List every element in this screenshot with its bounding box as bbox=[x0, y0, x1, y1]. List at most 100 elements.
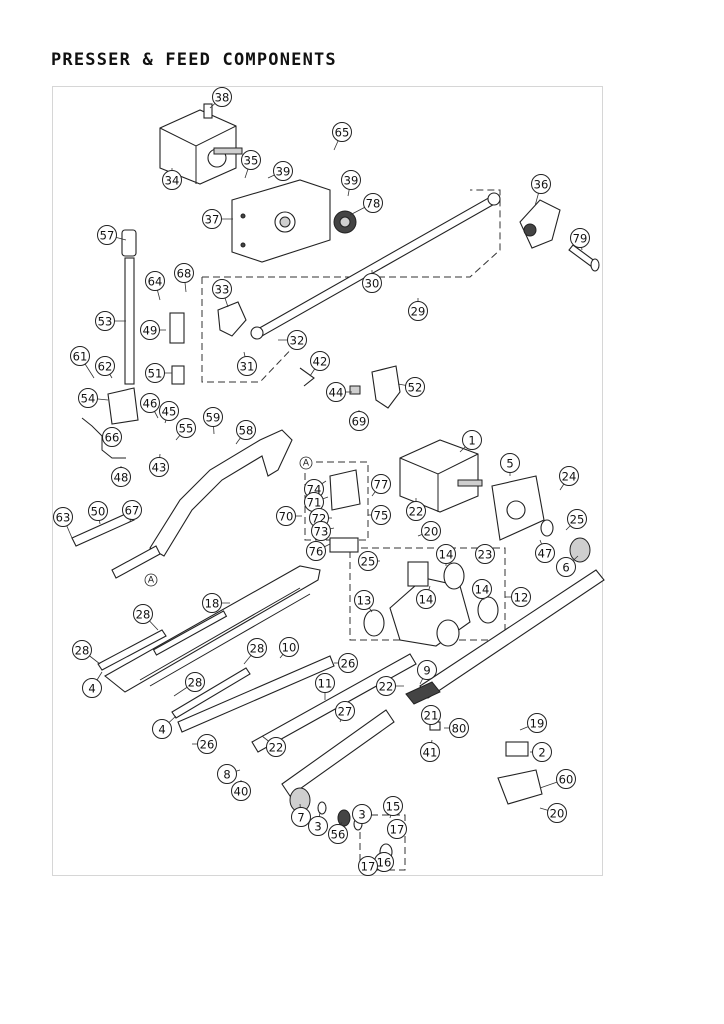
part-callout-58: 58 bbox=[236, 420, 256, 440]
page-title: PRESSER & FEED COMPONENTS bbox=[51, 50, 337, 70]
callout-circle bbox=[145, 271, 165, 291]
part-callout-6: 6 bbox=[556, 557, 576, 577]
callout-circle bbox=[311, 521, 331, 541]
presser-lifter bbox=[349, 365, 401, 409]
part-callout-40: 40 bbox=[231, 781, 251, 801]
part-callout-28: 28 bbox=[133, 604, 153, 624]
reference-circle bbox=[144, 573, 158, 587]
callout-number: 78 bbox=[366, 197, 381, 211]
callout-circle bbox=[174, 263, 194, 283]
outline-feed-lever-lower bbox=[201, 277, 301, 383]
pin bbox=[568, 244, 600, 272]
callout-circle bbox=[202, 209, 222, 229]
part-callout-29: 29 bbox=[408, 301, 428, 321]
outline-feed-lever bbox=[202, 189, 501, 278]
callout-number: 31 bbox=[240, 360, 255, 374]
callout-number: 26 bbox=[200, 738, 215, 752]
callout-circle bbox=[408, 301, 428, 321]
callout-number: 43 bbox=[152, 461, 167, 475]
callout-circle bbox=[326, 382, 346, 402]
callout-circle bbox=[335, 701, 355, 721]
callout-number: 41 bbox=[423, 746, 438, 760]
callout-number: 25 bbox=[570, 513, 585, 527]
part-callout-53: 53 bbox=[95, 311, 115, 331]
callout-number: 44 bbox=[329, 386, 344, 400]
callout-number: 14 bbox=[439, 548, 454, 562]
part-callout-30: 30 bbox=[362, 273, 382, 293]
callout-number: 8 bbox=[223, 768, 230, 782]
part-callout-3: 3 bbox=[352, 804, 372, 824]
part-callout-14: 14 bbox=[472, 579, 492, 599]
callout-circle bbox=[362, 273, 382, 293]
callout-circle bbox=[532, 742, 552, 762]
callout-circle bbox=[88, 501, 108, 521]
callout-circle bbox=[212, 279, 232, 299]
reference-label: A bbox=[148, 576, 155, 586]
callout-circle bbox=[341, 170, 361, 190]
stepper-motor-upper bbox=[159, 103, 243, 185]
callout-circle bbox=[371, 474, 391, 494]
part-callout-50: 50 bbox=[88, 501, 108, 521]
part-callout-37: 37 bbox=[202, 209, 222, 229]
callout-number: 28 bbox=[75, 644, 90, 658]
part-callout-22: 22 bbox=[376, 676, 396, 696]
callout-circle bbox=[315, 673, 335, 693]
part-callout-76: 76 bbox=[306, 541, 326, 561]
part-callout-32: 32 bbox=[287, 330, 307, 350]
callout-number: 26 bbox=[341, 657, 356, 671]
reference-marks: AA bbox=[144, 456, 313, 587]
part-callout-26: 26 bbox=[197, 734, 217, 754]
part-callout-25: 25 bbox=[358, 551, 378, 571]
part-callout-49: 49 bbox=[140, 320, 160, 340]
callout-number: 20 bbox=[550, 807, 565, 821]
callout-number: 53 bbox=[98, 315, 113, 329]
callout-circle bbox=[371, 505, 391, 525]
callout-circle bbox=[217, 764, 237, 784]
callout-circle bbox=[162, 170, 182, 190]
presser-arm bbox=[149, 429, 293, 557]
callout-circle bbox=[500, 453, 520, 473]
callout-number: 14 bbox=[419, 593, 434, 607]
callout-circle bbox=[140, 393, 160, 413]
callout-number: 71 bbox=[307, 496, 322, 510]
callout-number: 17 bbox=[361, 860, 376, 874]
part-callout-61: 61 bbox=[70, 346, 90, 366]
feed-lever-rod bbox=[250, 192, 501, 340]
callout-number: 80 bbox=[452, 722, 467, 736]
callout-number: 77 bbox=[374, 478, 389, 492]
callout-number: 4 bbox=[158, 723, 165, 737]
callout-number: 62 bbox=[98, 360, 113, 374]
callout-circle bbox=[310, 351, 330, 371]
part-callout-63: 63 bbox=[53, 507, 73, 527]
callout-number: 30 bbox=[365, 277, 380, 291]
callout-circle bbox=[72, 640, 92, 660]
callout-number: 12 bbox=[514, 591, 529, 605]
callout-number: 28 bbox=[136, 608, 151, 622]
presser-shaft bbox=[121, 229, 137, 385]
callout-circle bbox=[556, 557, 576, 577]
callout-circle bbox=[358, 551, 378, 571]
callout-number: 75 bbox=[374, 509, 389, 523]
callout-number: 21 bbox=[424, 709, 439, 723]
callout-number: 58 bbox=[239, 424, 254, 438]
callout-circle bbox=[417, 660, 437, 680]
callout-circle bbox=[185, 672, 205, 692]
part-callout-18: 18 bbox=[202, 593, 222, 613]
callout-number: 70 bbox=[279, 510, 294, 524]
callout-circle bbox=[306, 541, 326, 561]
feed-plate bbox=[104, 565, 321, 693]
feed-shafts bbox=[177, 653, 417, 753]
callout-number: 13 bbox=[357, 594, 372, 608]
callout-number: 60 bbox=[559, 773, 574, 787]
callout-number: 73 bbox=[314, 525, 329, 539]
callout-circle bbox=[276, 506, 296, 526]
callout-circle bbox=[308, 816, 328, 836]
part-callout-36: 36 bbox=[531, 174, 551, 194]
callout-circle bbox=[406, 501, 426, 521]
callout-circle bbox=[133, 604, 153, 624]
part-callout-73: 73 bbox=[311, 521, 331, 541]
part-callout-46: 46 bbox=[140, 393, 160, 413]
callout-number: 45 bbox=[162, 405, 177, 419]
callout-circle bbox=[279, 637, 299, 657]
callout-number: 47 bbox=[538, 547, 553, 561]
